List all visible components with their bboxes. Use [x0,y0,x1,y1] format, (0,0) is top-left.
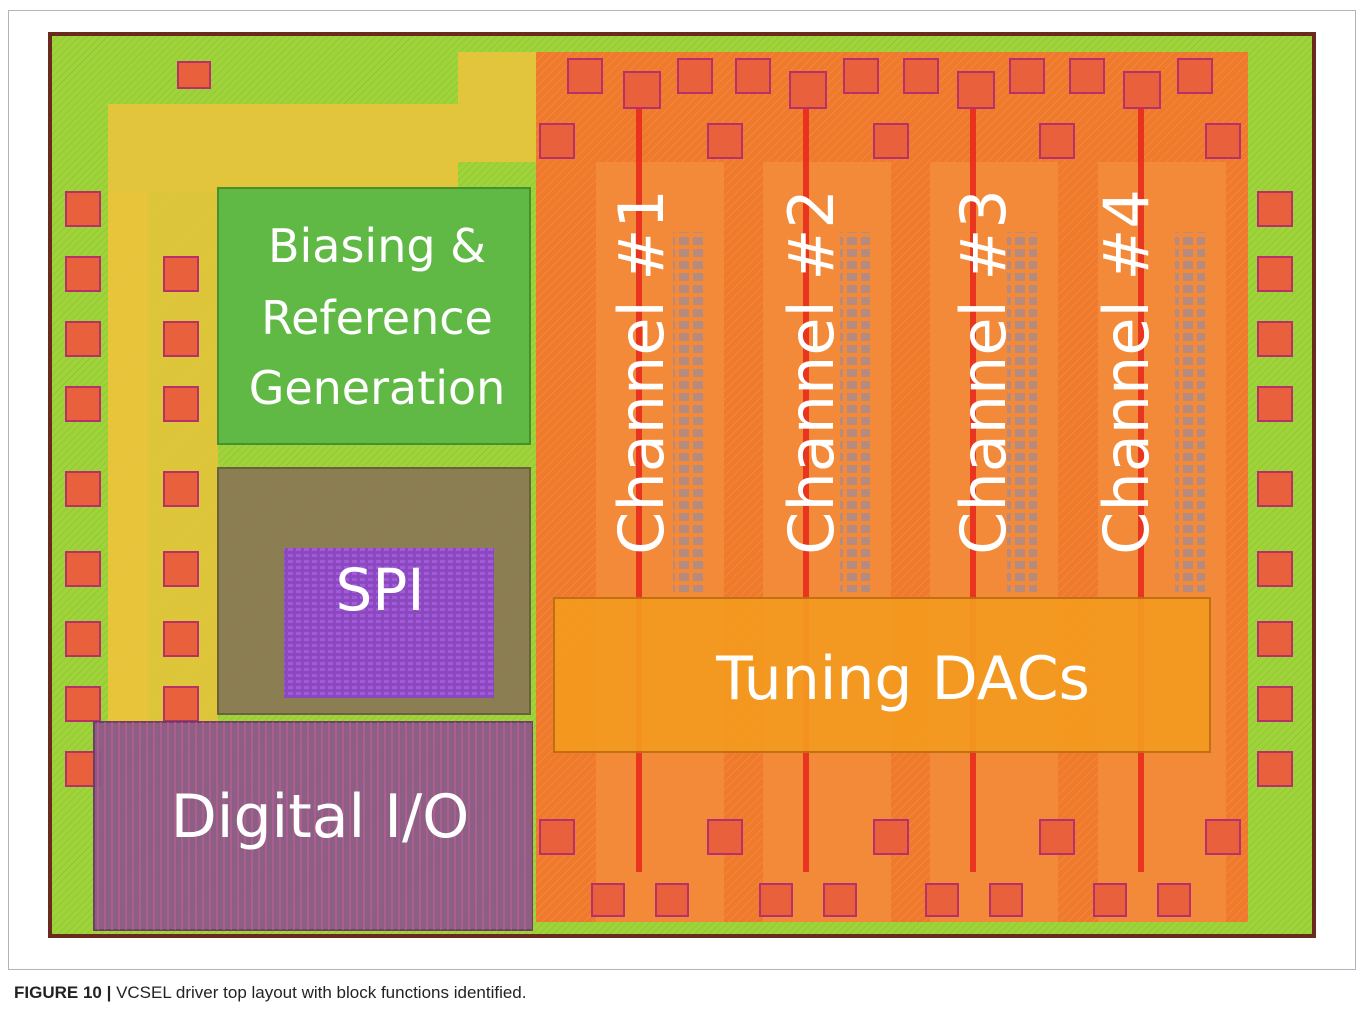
biasing-label-line-2: Reference [261,291,493,345]
figure-caption: FIGURE 10 | VCSEL driver top layout with… [14,983,1334,1003]
channel-3-label: Channel #3 [947,189,1020,555]
bottom-pad-row [539,819,1241,917]
biasing-label-line-1: Biasing & [268,219,486,273]
spi-block: SPI [217,467,531,715]
digital-io-block: Digital I/O [93,721,533,931]
channel-1-label: Channel #1 [605,189,678,555]
digital-io-texture [94,722,532,930]
spi-label: SPI [336,556,425,624]
digital-io-label: Digital I/O [171,782,470,852]
biasing-reference-block: Biasing & Reference Generation [217,187,531,445]
channel-stripes [596,92,1226,922]
biasing-label-line-3: Generation [249,361,506,415]
channel-2-label: Channel #2 [775,189,848,555]
tuning-dacs-label: Tuning DACs [715,644,1090,714]
caption-text: VCSEL driver top layout with block funct… [111,983,527,1002]
left-pad-columns [65,61,211,787]
spi-core-texture [284,548,494,698]
right-pad-column [1257,191,1293,787]
channel-4-label: Channel #4 [1090,189,1163,555]
tuning-dacs-block: Tuning DACs [553,597,1211,753]
chip-layout-diagram: Biasing & Reference Generation SPI Digit… [48,32,1316,938]
top-pad-row [539,58,1241,159]
channel-labels: Channel #1 Channel #2 Channel #3 Channel… [605,189,1163,555]
figure-label: FIGURE 10 | [14,983,112,1002]
